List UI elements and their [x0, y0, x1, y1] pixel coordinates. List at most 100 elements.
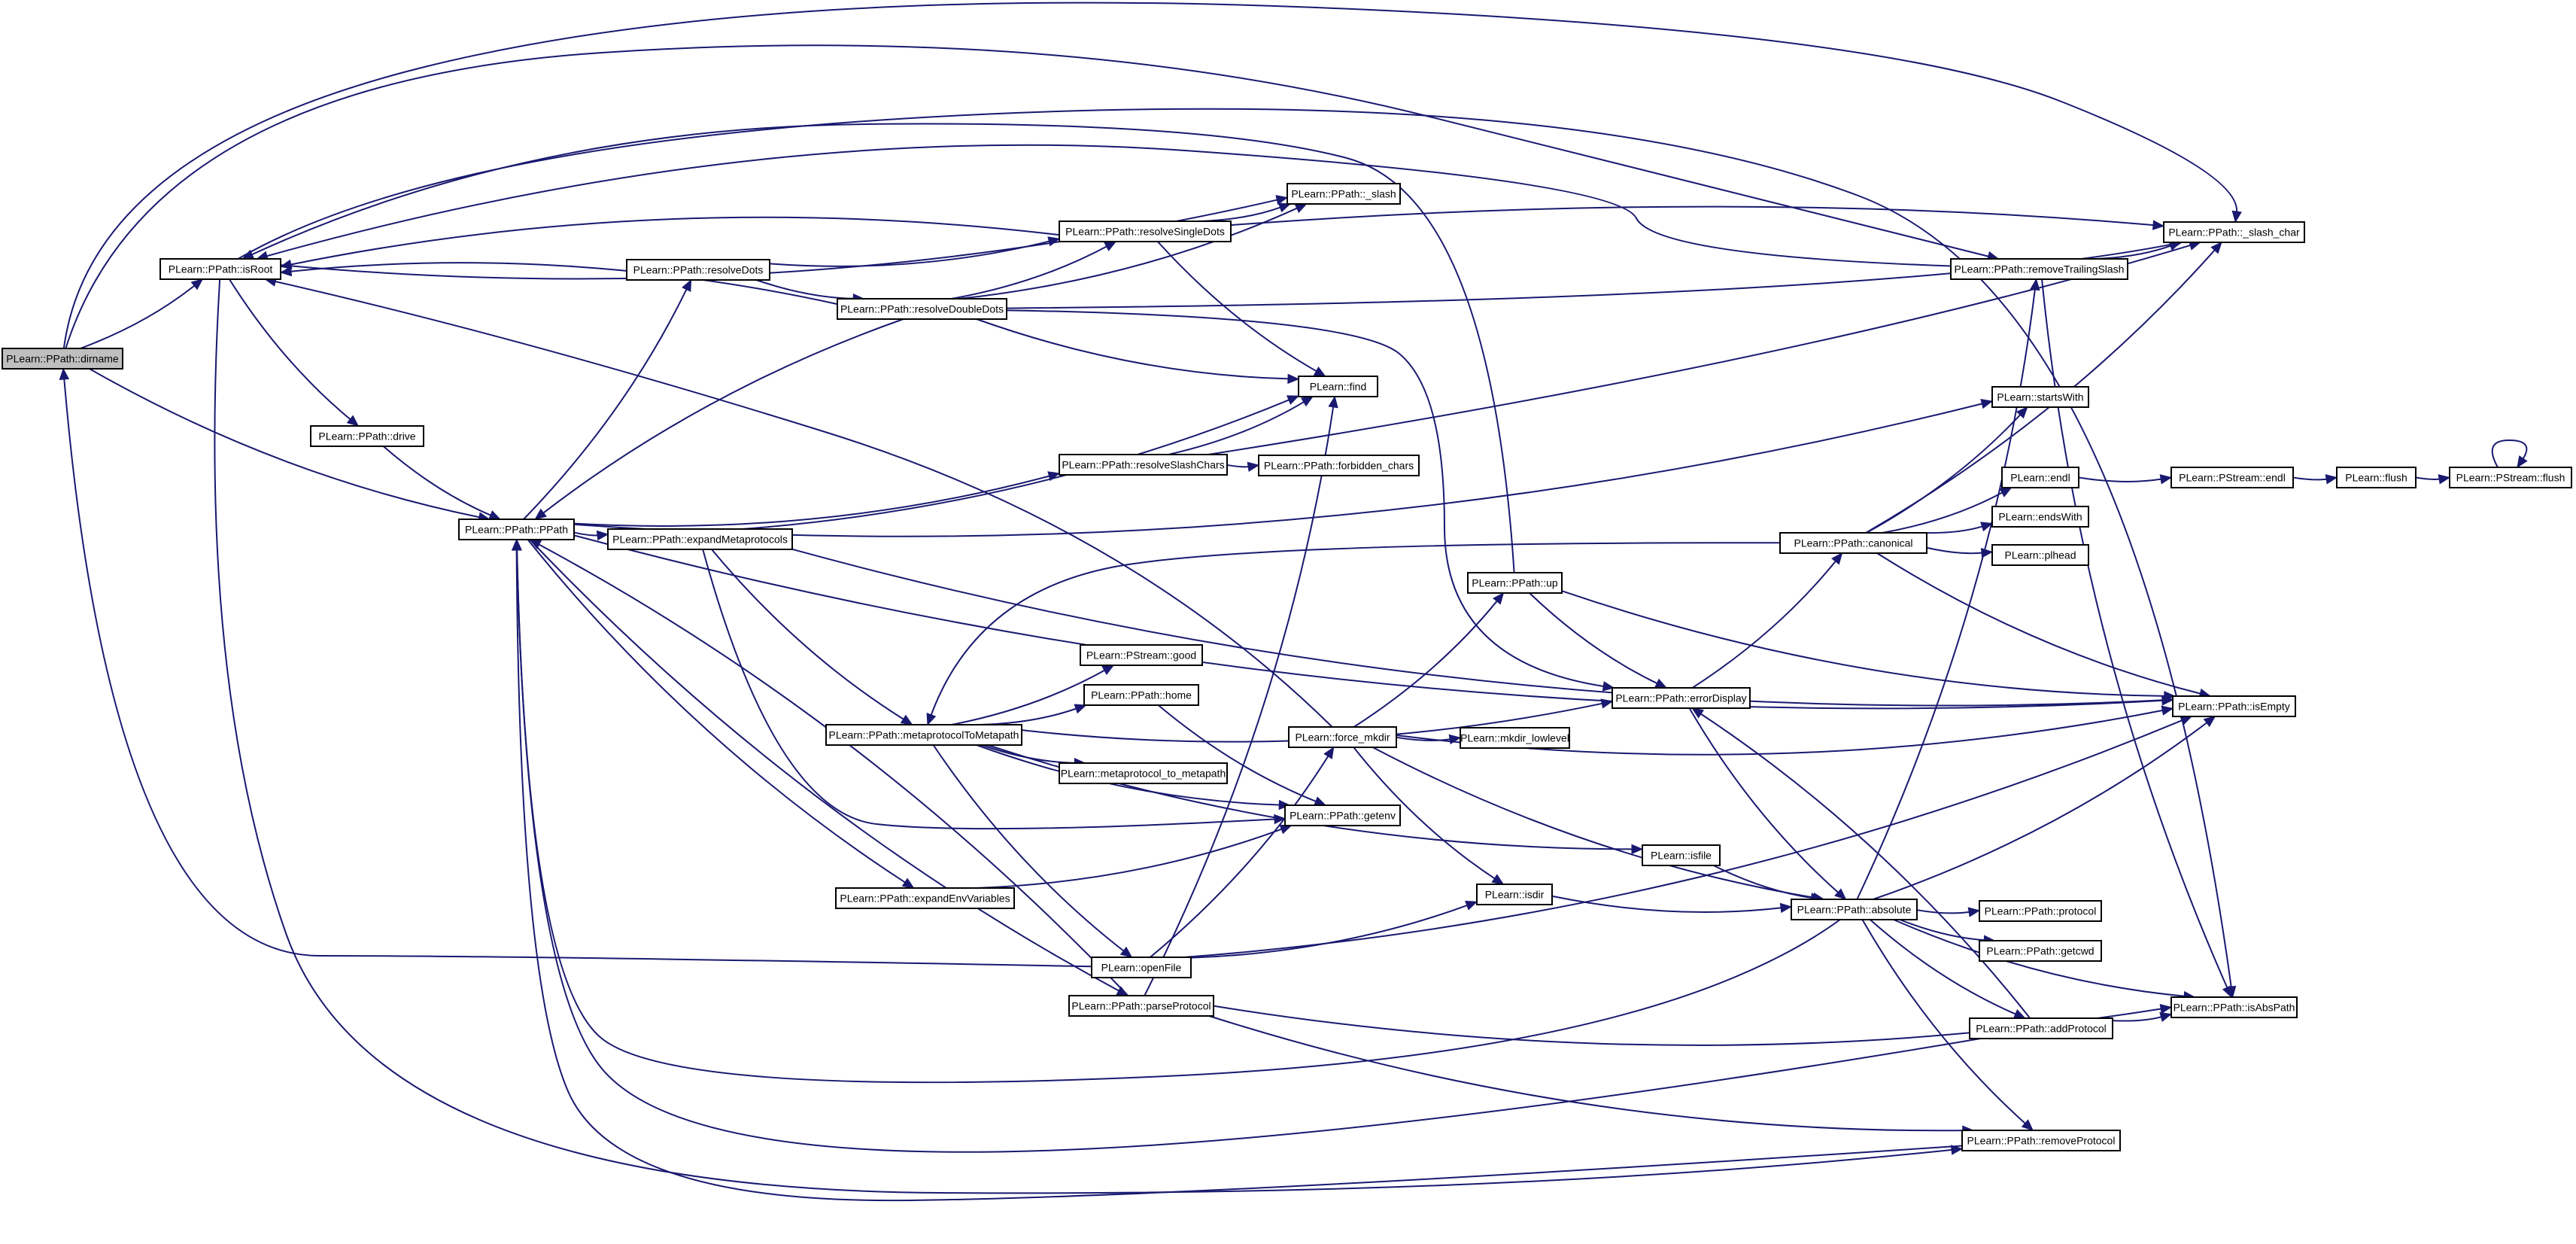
node-box	[1059, 762, 1228, 784]
node-isAbsPath[interactable]: PLearn::PPath::isAbsPath	[2170, 996, 2298, 1018]
arrowhead-absolute-to-removeTrailingSlash	[2030, 278, 2040, 291]
edge-dirname-to-isRoot	[80, 284, 196, 349]
node-force_mkdir[interactable]: PLearn::force_mkdir	[1288, 726, 1397, 748]
node-startsWith[interactable]: PLearn::startsWith	[1991, 386, 2089, 408]
node-box	[1059, 454, 1228, 476]
node-protocol[interactable]: PLearn::PPath::protocol	[1979, 900, 2102, 922]
node-resolveDots[interactable]: PLearn::PPath::resolveDots	[626, 259, 770, 281]
node-PStream_flush[interactable]: PLearn::PStream::flush	[2449, 467, 2572, 488]
node-label: PLearn::PPath::protocol	[1985, 905, 2097, 917]
node-plhead[interactable]: PLearn::plhead	[1991, 544, 2089, 566]
node-PStream_good[interactable]: PLearn::PStream::good	[1080, 644, 1203, 666]
node-slash_char[interactable]: PLearn::PPath::_slash_char	[2163, 221, 2305, 243]
node-flush[interactable]: PLearn::flush	[2336, 467, 2417, 488]
node-PStream_endl[interactable]: PLearn::PStream::endl	[2170, 467, 2294, 488]
arrowhead-PStream_endl-to-flush	[2325, 474, 2338, 485]
node-expandEnvVariables[interactable]: PLearn::PPath::expandEnvVariables	[835, 887, 1015, 909]
node-canonical[interactable]: PLearn::PPath::canonical	[1779, 532, 1927, 554]
edge-PPath-to-resolveSlashChars	[573, 475, 1051, 527]
node-find[interactable]: PLearn::find	[1298, 376, 1378, 397]
edge-home-to-getenv	[1157, 704, 1318, 803]
edge-addProtocol-to-PPath	[516, 548, 1981, 1153]
arrowhead-PStream_flush-to-PStream_flush	[2517, 455, 2528, 469]
edge-canonical-to-isEmpty	[1876, 552, 2202, 695]
node-box	[1091, 957, 1192, 978]
node-mkdir_lowlevel[interactable]: PLearn::mkdir_lowlevel	[1460, 727, 1570, 749]
edge-force_mkdir-to-isdir	[1353, 747, 1496, 881]
edge-up-to-isEmpty	[1561, 590, 2166, 697]
arrowhead-resolveDoubleDots-to-slash	[1294, 203, 1308, 214]
arrowhead-parseProtocol-to-isAbsPath	[2159, 1003, 2173, 1014]
edge-resolveSlashChars-to-find	[1168, 400, 1306, 455]
node-endl[interactable]: PLearn::endl	[2001, 467, 2079, 488]
node-label: PLearn::metaprotocol_to_metapath	[1061, 768, 1226, 780]
edge-resolveDoubleDots-to-resolveSingleDots	[951, 245, 1109, 300]
edge-metaprotocolToMetapath-to-getenv	[976, 744, 1281, 806]
edge-PPath-to-parseProtocol	[529, 539, 1121, 993]
node-slash[interactable]: PLearn::PPath::_slash	[1286, 183, 1401, 205]
node-box	[825, 724, 1022, 746]
node-endsWith[interactable]: PLearn::endsWith	[1991, 506, 2089, 528]
node-getcwd[interactable]: PLearn::PPath::getcwd	[1979, 940, 2102, 962]
edge-PStream_endl-to-flush	[2292, 476, 2328, 481]
edge-PPath-to-expandMetaprotocols	[573, 531, 600, 537]
arrowhead-canonical-to-endsWith	[1980, 522, 1994, 532]
node-PPath[interactable]: PLearn::PPath::PPath	[458, 519, 575, 540]
node-isEmpty[interactable]: PLearn::PPath::isEmpty	[2172, 695, 2296, 717]
arrowhead-metaprotocolToMetapath-to-home	[1074, 704, 1087, 714]
edge-up-to-isRoot	[250, 123, 1515, 573]
edge-canonical-to-plhead	[1926, 546, 1984, 555]
node-metaprotocol_to_metapath[interactable]: PLearn::metaprotocol_to_metapath	[1059, 762, 1228, 784]
node-dirname[interactable]: PLearn::PPath::dirname	[2, 348, 123, 370]
edge-removeProtocol-to-PPath	[515, 548, 1963, 1202]
node-label: PLearn::isfile	[1651, 850, 1712, 862]
node-getenv[interactable]: PLearn::PPath::getenv	[1284, 804, 1401, 826]
node-resolveSlashChars[interactable]: PLearn::PPath::resolveSlashChars	[1059, 454, 1228, 476]
edge-resolveDots-to-resolveDoubleDots	[755, 279, 855, 300]
node-box	[1991, 386, 2089, 408]
arrowhead-canonical-to-metaprotocolToMetapath	[926, 713, 937, 726]
node-isfile[interactable]: PLearn::isfile	[1642, 844, 1721, 866]
node-openFile[interactable]: PLearn::openFile	[1091, 957, 1192, 978]
node-removeTrailingSlash[interactable]: PLearn::PPath::removeTrailingSlash	[1950, 258, 2128, 280]
node-label: PLearn::PPath::removeProtocol	[1967, 1135, 2116, 1147]
edge-isdir-to-absolute	[1551, 895, 1783, 914]
node-up[interactable]: PLearn::PPath::up	[1467, 572, 1563, 594]
arrowhead-isRoot-to-removeProtocol	[1950, 1145, 1964, 1155]
arrowhead-resolveSlashChars-to-find	[1300, 396, 1314, 407]
edge-PPath-to-expandEnvVariables	[527, 539, 907, 884]
node-isRoot[interactable]: PLearn::PPath::isRoot	[159, 258, 281, 280]
node-isdir[interactable]: PLearn::isdir	[1476, 884, 1553, 905]
arrowhead-resolveDoubleDots-to-isRoot	[279, 266, 293, 277]
edge-absolute-to-getcwd	[1899, 919, 1986, 941]
node-errorDisplay[interactable]: PLearn::PPath::errorDisplay	[1612, 687, 1751, 709]
arrowhead-isdir-to-absolute	[1779, 902, 1793, 914]
node-addProtocol[interactable]: PLearn::PPath::addProtocol	[1969, 1017, 2113, 1039]
node-home[interactable]: PLearn::PPath::home	[1083, 684, 1199, 706]
node-box	[1460, 727, 1570, 749]
edge-up-to-errorDisplay	[1529, 592, 1659, 685]
node-removeProtocol[interactable]: PLearn::PPath::removeProtocol	[1961, 1130, 2121, 1151]
edge-dirname-to-removeTrailingSlash	[65, 44, 1991, 349]
node-box	[837, 298, 1007, 320]
node-metaprotocolToMetapath[interactable]: PLearn::PPath::metaprotocolToMetapath	[825, 724, 1022, 746]
node-box	[1083, 684, 1199, 706]
arrowhead-addProtocol-to-errorDisplay	[1691, 707, 1705, 719]
node-label: PLearn::PPath::removeTrailingSlash	[1955, 263, 2125, 275]
node-box	[2, 348, 123, 370]
node-resolveSingleDots[interactable]: PLearn::PPath::resolveSingleDots	[1059, 221, 1232, 242]
node-absolute[interactable]: PLearn::PPath::absolute	[1791, 899, 1918, 920]
edge-endl-to-PStream_endl	[2078, 476, 2163, 482]
arrowhead-resolveDoubleDots-to-errorDisplay	[1602, 681, 1615, 692]
node-parseProtocol[interactable]: PLearn::PPath::parseProtocol	[1068, 995, 1214, 1017]
node-drive[interactable]: PLearn::PPath::drive	[310, 425, 424, 447]
node-box	[2336, 467, 2417, 488]
arrowhead-resolveDoubleDots-to-PPath	[534, 508, 547, 520]
node-box	[1080, 644, 1203, 666]
edge-resolveSlashChars-to-forbidden_chars	[1226, 464, 1250, 468]
node-expandMetaprotocols[interactable]: PLearn::PPath::expandMetaprotocols	[607, 528, 793, 550]
arrowhead-dirname-to-isRoot	[190, 278, 204, 290]
node-forbidden_chars[interactable]: PLearn::PPath::forbidden_chars	[1258, 455, 1420, 476]
arrowhead-openFile-to-isdir	[1465, 900, 1478, 911]
node-resolveDoubleDots[interactable]: PLearn::PPath::resolveDoubleDots	[837, 298, 1007, 320]
